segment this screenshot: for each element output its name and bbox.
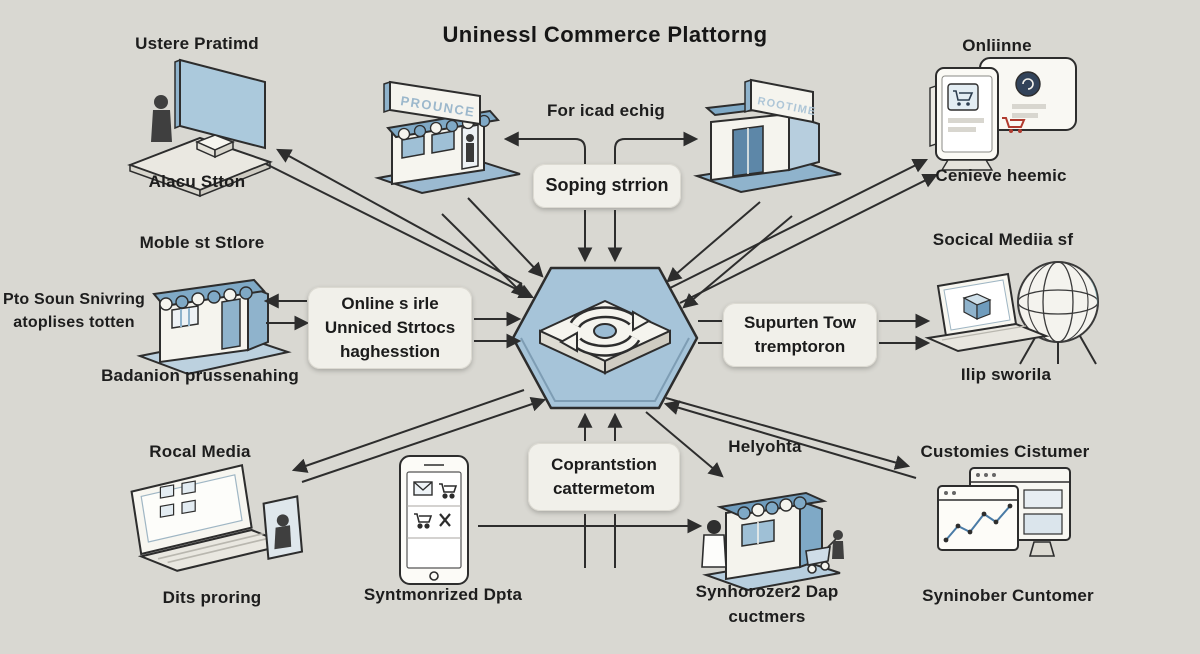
partner-store-caption-line1: Synhorozer2 Dap	[695, 582, 839, 601]
laptop-globe-illustration	[924, 261, 1099, 365]
mobile-store-note-line1: Pto Soun Snivring	[2, 291, 146, 308]
hub-hexagon	[511, 266, 699, 410]
tablet-cards-illustration	[929, 57, 1077, 171]
arrow-media-to-hub	[301, 396, 547, 483]
arrow-hub-to-customer	[665, 397, 911, 470]
label-synced-phone-caption: Syntmonrized Dpta	[363, 585, 523, 604]
arrow-shoppingbox-to-leftstore	[503, 131, 586, 164]
left-callout-box: Online s irle Unniced Strtocs haghesstio…	[308, 287, 472, 369]
cart-trolley-icon	[805, 530, 844, 574]
bottom-box-line2: cattermetom	[552, 479, 656, 498]
label-local-media-caption: Dits proring	[162, 588, 262, 607]
left-box-line3: haghesstion	[339, 341, 441, 361]
arrow-hub-to-partner-store	[645, 411, 724, 478]
label-customer-windows-title: Customies Cistumer	[920, 442, 1090, 461]
mail-icon	[413, 481, 433, 496]
arrow-hub-to-tablet-1	[669, 158, 929, 289]
arrow-hub-to-media	[291, 389, 525, 473]
left-box-line2: Unniced Strtocs	[324, 318, 456, 338]
diagram-title: Uninessl Commerce Plattorng	[442, 22, 768, 47]
left-box-line1: Online s irle	[341, 294, 439, 314]
cube-icon	[962, 293, 992, 321]
arrow-customer-to-hub	[663, 400, 917, 479]
label-local-media-title: Rocal Media	[149, 442, 251, 461]
bottom-box-line1: Coprantstion	[551, 455, 657, 475]
label-social-media-caption: Ilip sworila	[960, 365, 1052, 384]
label-user-platform-caption: Alacu Stton	[148, 172, 246, 191]
local-media-illustration	[130, 463, 304, 572]
arrow-leftstore-to-hub-2	[441, 213, 527, 298]
line-chart-icon	[943, 503, 1013, 543]
mobile-store-note-line2: atoplises totten	[13, 314, 135, 332]
arrow-hub-to-tablet-2	[679, 173, 939, 304]
cart-icon	[439, 483, 458, 499]
bottom-callout-box: Coprantstion cattermetom	[528, 443, 680, 511]
arrow-rightstore-to-hub-1	[666, 201, 761, 283]
sync-arrows-icon	[539, 300, 671, 375]
label-partner-store-title: Helyohta	[728, 437, 802, 456]
cart-x-icon	[414, 513, 451, 529]
arrow-shoppingbox-to-rightstore	[614, 131, 699, 164]
shopping-box-label: Soping strrion	[545, 175, 669, 196]
connector-arrows	[263, 131, 939, 568]
cart-icon	[947, 83, 979, 111]
customer-windows-illustration	[937, 467, 1071, 557]
label-mobile-store-note: Pto Soun Snivring atoplises totten	[3, 288, 145, 334]
label-mobile-store-title: Moble st Stlore	[139, 233, 265, 252]
right-box-line1: Supurten Tow	[743, 313, 857, 333]
label-social-media-title: Socical Mediia sf	[932, 230, 1074, 249]
arrow-hub-to-user-platform	[276, 148, 523, 285]
phone-illustration	[399, 455, 469, 585]
label-mobile-store-caption: Badanion prussenahing	[101, 366, 299, 385]
storefront-prounce: PROUNCE	[374, 80, 521, 195]
label-online-devices-title: Onliinne	[962, 36, 1032, 55]
right-callout-box: Supurten Tow tremptoron	[723, 303, 877, 367]
label-customer-windows-caption: Syninober Cuntomer	[922, 586, 1094, 605]
mobile-store-illustration	[136, 278, 292, 376]
arrow-leftstore-to-hub-1	[467, 197, 544, 278]
arrow-rightstore-to-hub-2	[682, 215, 793, 309]
user-platform-illustration	[127, 58, 273, 198]
red-cart-icon	[1002, 117, 1026, 133]
label-user-platform-title: Ustere Pratimd	[135, 34, 259, 53]
arrow-user-platform-to-hub	[265, 163, 535, 299]
label-partner-store-caption: Synhorozer2 Dap cuctmers	[696, 580, 839, 629]
partner-store-caption-line2: cuctmers	[728, 606, 806, 626]
label-top-flow: For icad echig	[546, 101, 666, 120]
screen-icons	[159, 480, 196, 518]
storefront-rootime: ROOTIME	[693, 78, 842, 194]
shopping-box: Soping strrion	[533, 164, 681, 208]
partner-store-illustration	[701, 491, 844, 592]
right-box-line2: tremptoron	[754, 337, 846, 356]
globe-icon	[1017, 261, 1099, 365]
label-online-devices-caption: Cenieve heemic	[935, 166, 1067, 185]
